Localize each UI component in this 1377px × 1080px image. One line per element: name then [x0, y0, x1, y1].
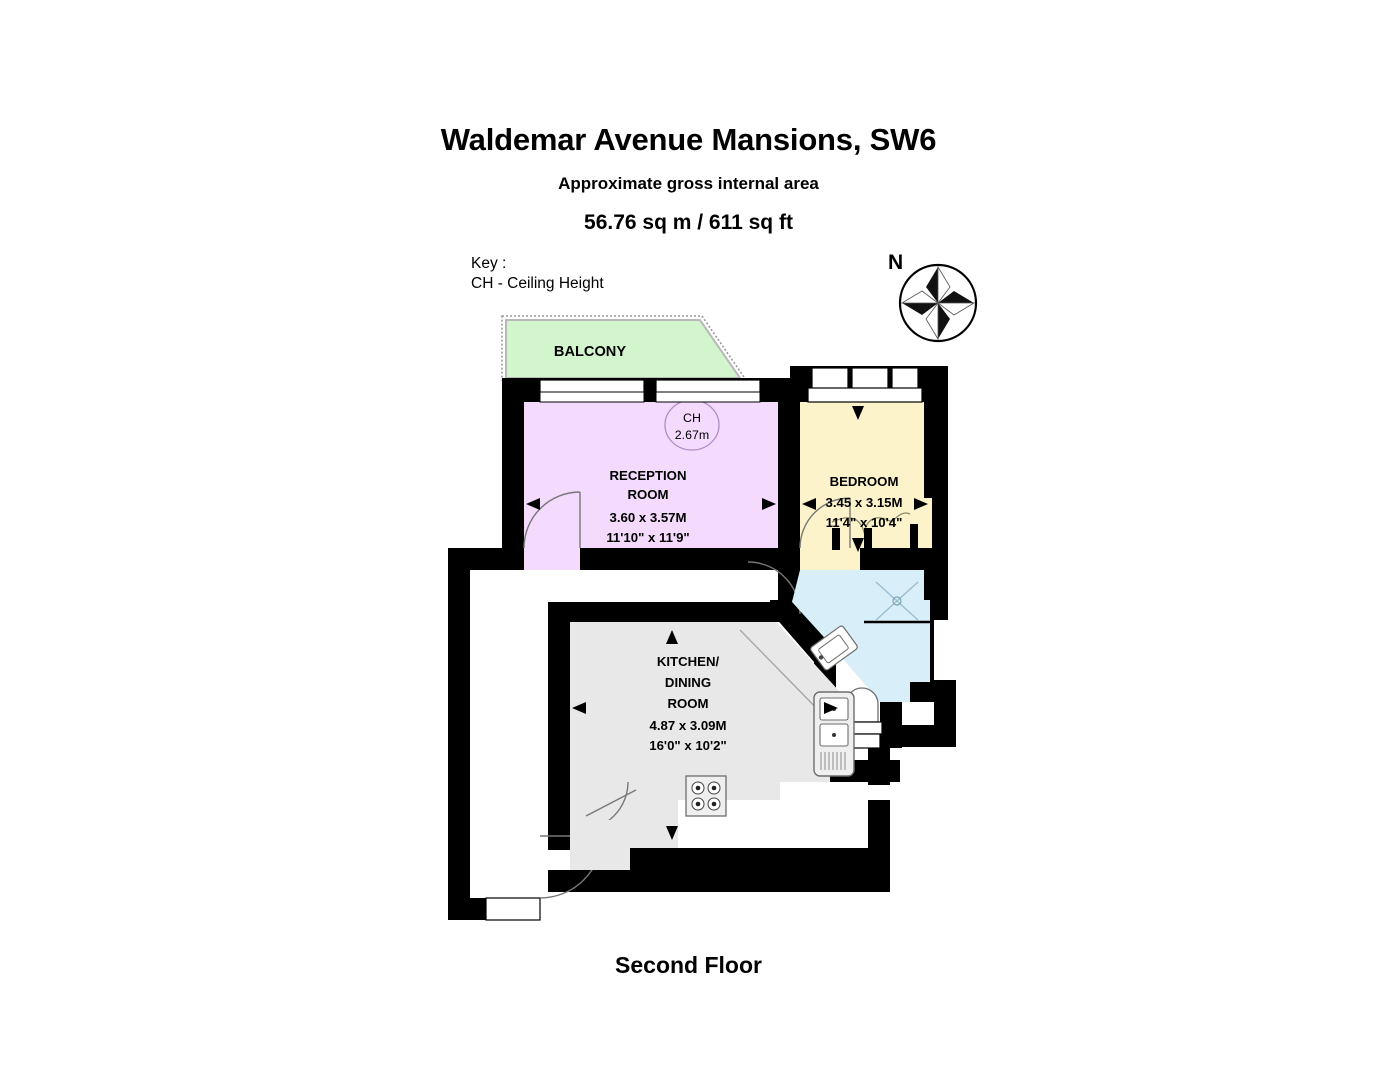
room-label-reception-line2: ROOM: [627, 487, 668, 502]
room-bedroom: BEDROOM 3.45 x 3.15M 11'4" x 10'4": [799, 402, 932, 570]
compass-rose-svg: [898, 263, 978, 343]
room-label-kitchen-line1: KITCHEN/: [657, 654, 720, 669]
room-label-bedroom: BEDROOM: [830, 474, 899, 489]
page-title: Waldemar Avenue Mansions, SW6: [440, 122, 937, 157]
hallway: [470, 561, 801, 921]
ceiling-height-label: CH: [683, 411, 701, 425]
room-dims-kitchen-ft: 16'0" x 10'2": [649, 738, 726, 753]
room-kitchen-dining: KITCHEN/ DINING ROOM 4.87 x 3.09M 16'0" …: [570, 622, 855, 870]
room-dims-reception-ft: 11'10" x 11'9": [606, 530, 689, 545]
area-value: 56.76 sq m / 611 sq ft: [584, 211, 793, 234]
compass-rose-icon: N: [884, 251, 984, 355]
room-label-kitchen-line3: ROOM: [667, 696, 708, 711]
room-dims-bedroom-ft: 11'4" x 10'4": [826, 515, 903, 530]
key-heading: Key :: [471, 255, 507, 272]
shower-fixture: [864, 581, 932, 624]
room-bathroom: [792, 570, 932, 749]
room-dims-kitchen-m: 4.87 x 3.09M: [650, 718, 727, 733]
floor-label: Second Floor: [615, 952, 762, 978]
floorplan-drawing: BALCONY: [448, 315, 956, 921]
room-reception: CH 2.67m RECEPTION ROOM 3.60 x 3.57M 11'…: [523, 399, 778, 570]
key-legend: Key : CH - Ceiling Height: [471, 254, 604, 295]
room-dims-bedroom-m: 3.45 x 3.15M: [826, 495, 903, 510]
room-label-reception-line1: RECEPTION: [610, 468, 687, 483]
room-balcony: BALCONY: [501, 315, 748, 381]
hob-fixture: [685, 775, 727, 817]
sink-fixture: [813, 691, 855, 777]
bedroom-windows: [807, 367, 923, 403]
area-subtitle: Approximate gross internal area: [558, 174, 819, 193]
room-dims-reception-m: 3.60 x 3.57M: [610, 510, 687, 525]
key-ceiling-height: CH - Ceiling Height: [471, 275, 604, 293]
basin-fixture: [810, 625, 858, 671]
reception-windows: [539, 378, 761, 403]
room-label-kitchen-line2: DINING: [665, 675, 711, 690]
ceiling-height-value: 2.67m: [675, 428, 709, 442]
room-label-balcony: BALCONY: [554, 344, 626, 360]
compass-north-label: N: [888, 251, 904, 274]
